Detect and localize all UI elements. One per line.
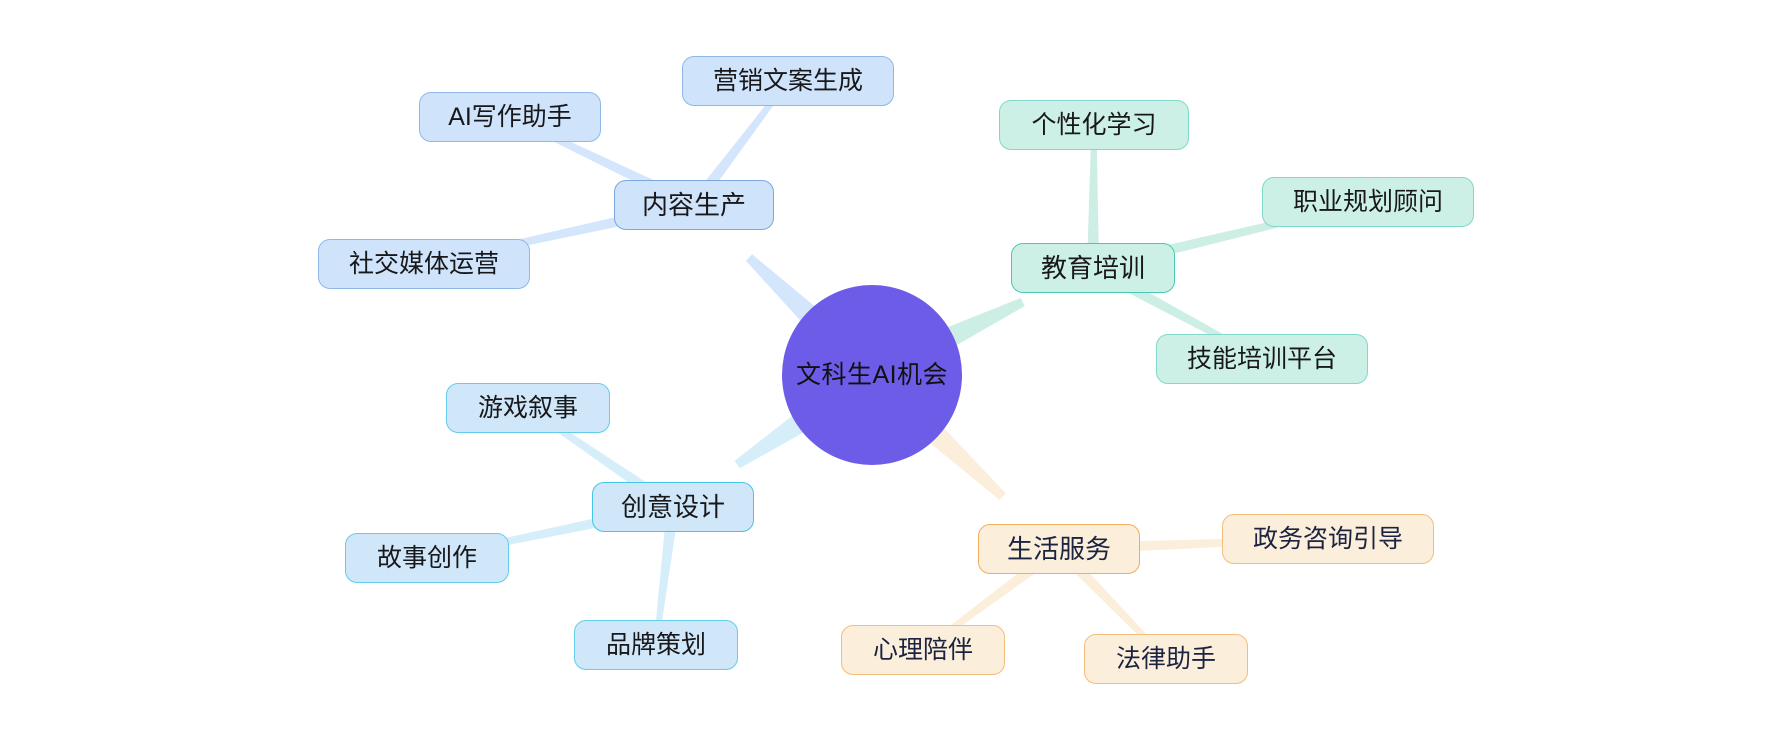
mindmap-branch-content-production[interactable]: 内容生产 (614, 180, 774, 230)
mindmap-leaf-label: 技能培训平台 (1186, 344, 1337, 373)
mindmap-leaf-life-services-2[interactable]: 法律助手 (1084, 634, 1248, 684)
mindmap-root-node[interactable]: 文科生AI机会 (782, 285, 962, 465)
mindmap-leaf-label: 政务咨询引导 (1252, 524, 1403, 553)
mindmap-leaf-label: 个性化学习 (1031, 110, 1157, 139)
mindmap-leaf-label: 故事创作 (376, 543, 477, 572)
mindmap-branch-label: 生活服务 (1006, 534, 1111, 564)
mindmap-leaf-life-services-1[interactable]: 心理陪伴 (841, 625, 1005, 675)
mindmap-leaf-creative-design-0[interactable]: 游戏叙事 (446, 383, 610, 433)
mindmap-leaf-life-services-0[interactable]: 政务咨询引导 (1222, 514, 1434, 564)
mindmap-leaf-education-training-0[interactable]: 个性化学习 (999, 100, 1189, 150)
mindmap-branch-label: 创意设计 (620, 492, 725, 522)
mindmap-leaf-label: 营销文案生成 (712, 66, 863, 95)
mindmap-leaf-content-production-1[interactable]: 营销文案生成 (682, 56, 894, 106)
mindmap-edge-education-training-leaf-0 (1087, 145, 1099, 246)
mindmap-leaf-content-production-0[interactable]: AI写作助手 (419, 92, 601, 142)
mindmap-leaf-education-training-2[interactable]: 技能培训平台 (1156, 334, 1368, 384)
mindmap-leaf-creative-design-2[interactable]: 品牌策划 (574, 620, 738, 670)
mindmap-leaf-education-training-1[interactable]: 职业规划顾问 (1262, 177, 1474, 227)
mindmap-leaf-label: 品牌策划 (605, 630, 706, 659)
mindmap-leaf-label: AI写作助手 (448, 102, 572, 131)
mindmap-edge-creative-design-leaf-2 (655, 529, 676, 625)
mindmap-leaf-label: 法律助手 (1115, 644, 1216, 673)
mindmap-branch-label: 教育培训 (1040, 253, 1145, 283)
mindmap-leaf-label: 职业规划顾问 (1292, 187, 1443, 216)
mindmap-leaf-creative-design-1[interactable]: 故事创作 (345, 533, 509, 583)
mindmap-branch-education-training[interactable]: 教育培训 (1011, 243, 1175, 293)
mindmap-branch-creative-design[interactable]: 创意设计 (592, 482, 754, 532)
mindmap-leaf-label: 游戏叙事 (477, 393, 578, 422)
mindmap-edge-content-production-leaf-1 (703, 95, 778, 190)
mindmap-leaf-content-production-2[interactable]: 社交媒体运营 (318, 239, 530, 289)
mindmap-root-label: 文科生AI机会 (795, 360, 949, 389)
mindmap-branch-life-services[interactable]: 生活服务 (978, 524, 1140, 574)
mindmap-branch-label: 内容生产 (641, 190, 746, 220)
mindmap-leaf-label: 社交媒体运营 (348, 249, 499, 278)
mindmap-leaf-label: 心理陪伴 (872, 635, 973, 664)
